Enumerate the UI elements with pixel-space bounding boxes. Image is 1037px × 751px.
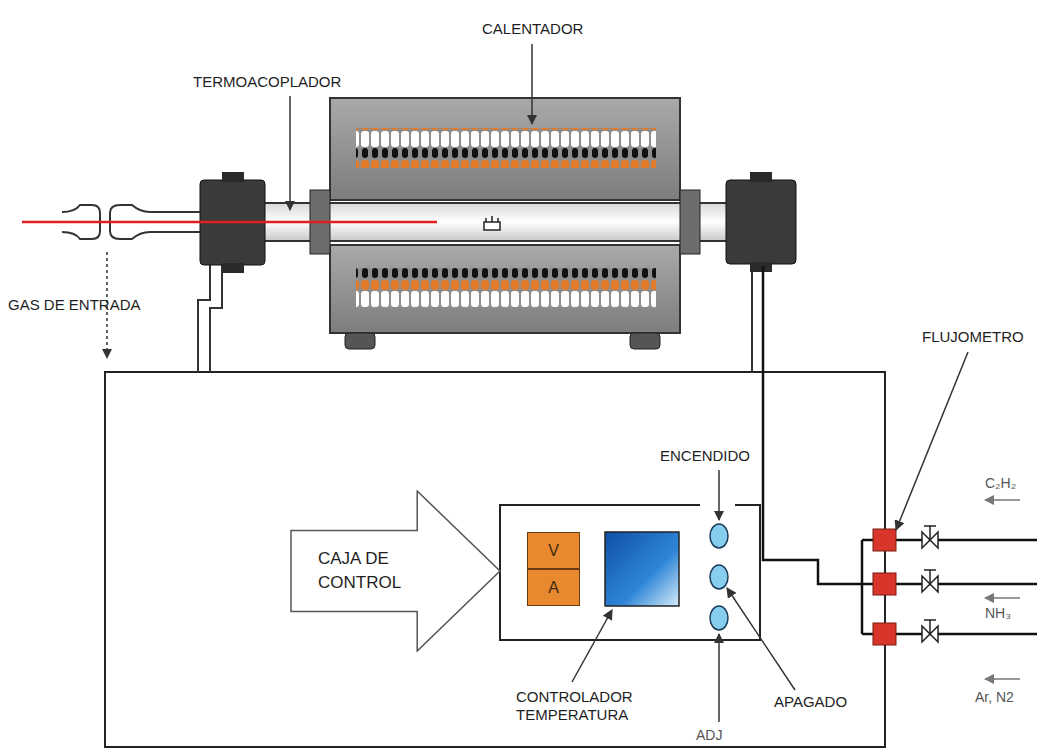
control-panel [500,505,760,640]
meter-box: V [527,532,580,569]
part-label: TERMOACOPLADOR [193,73,341,91]
meter-letter: V [548,542,559,560]
meter-letter: A [548,579,559,597]
part-label: ADJ [696,726,722,744]
arrow-outline [290,490,502,652]
part-label: CALENTADOR [482,20,583,38]
valves [922,526,938,642]
thermocouple-wire [22,222,437,223]
gas-pipe [763,266,1037,634]
meter-box: A [527,569,580,606]
gas-name: C₂H₂ [985,474,1016,492]
gas-name: NH₃ [985,604,1011,622]
part-label: GAS DE ENTRADA [8,296,141,314]
callout-arrow: CAJA DE CONTROL [290,490,502,652]
part-label: FLUJOMETRO [922,328,1024,346]
part-label: APAGADO [774,693,847,711]
gas-name: Ar, N2 [975,688,1014,706]
part-label: ENCENDIDO [660,447,750,465]
callout-text: CAJA DE CONTROL [318,547,428,595]
part-label: CONTROLADOR TEMPERATURA [516,688,666,724]
leader-lines [107,44,968,722]
flowmeters [873,529,896,645]
gas-input-arrows [985,500,1020,679]
